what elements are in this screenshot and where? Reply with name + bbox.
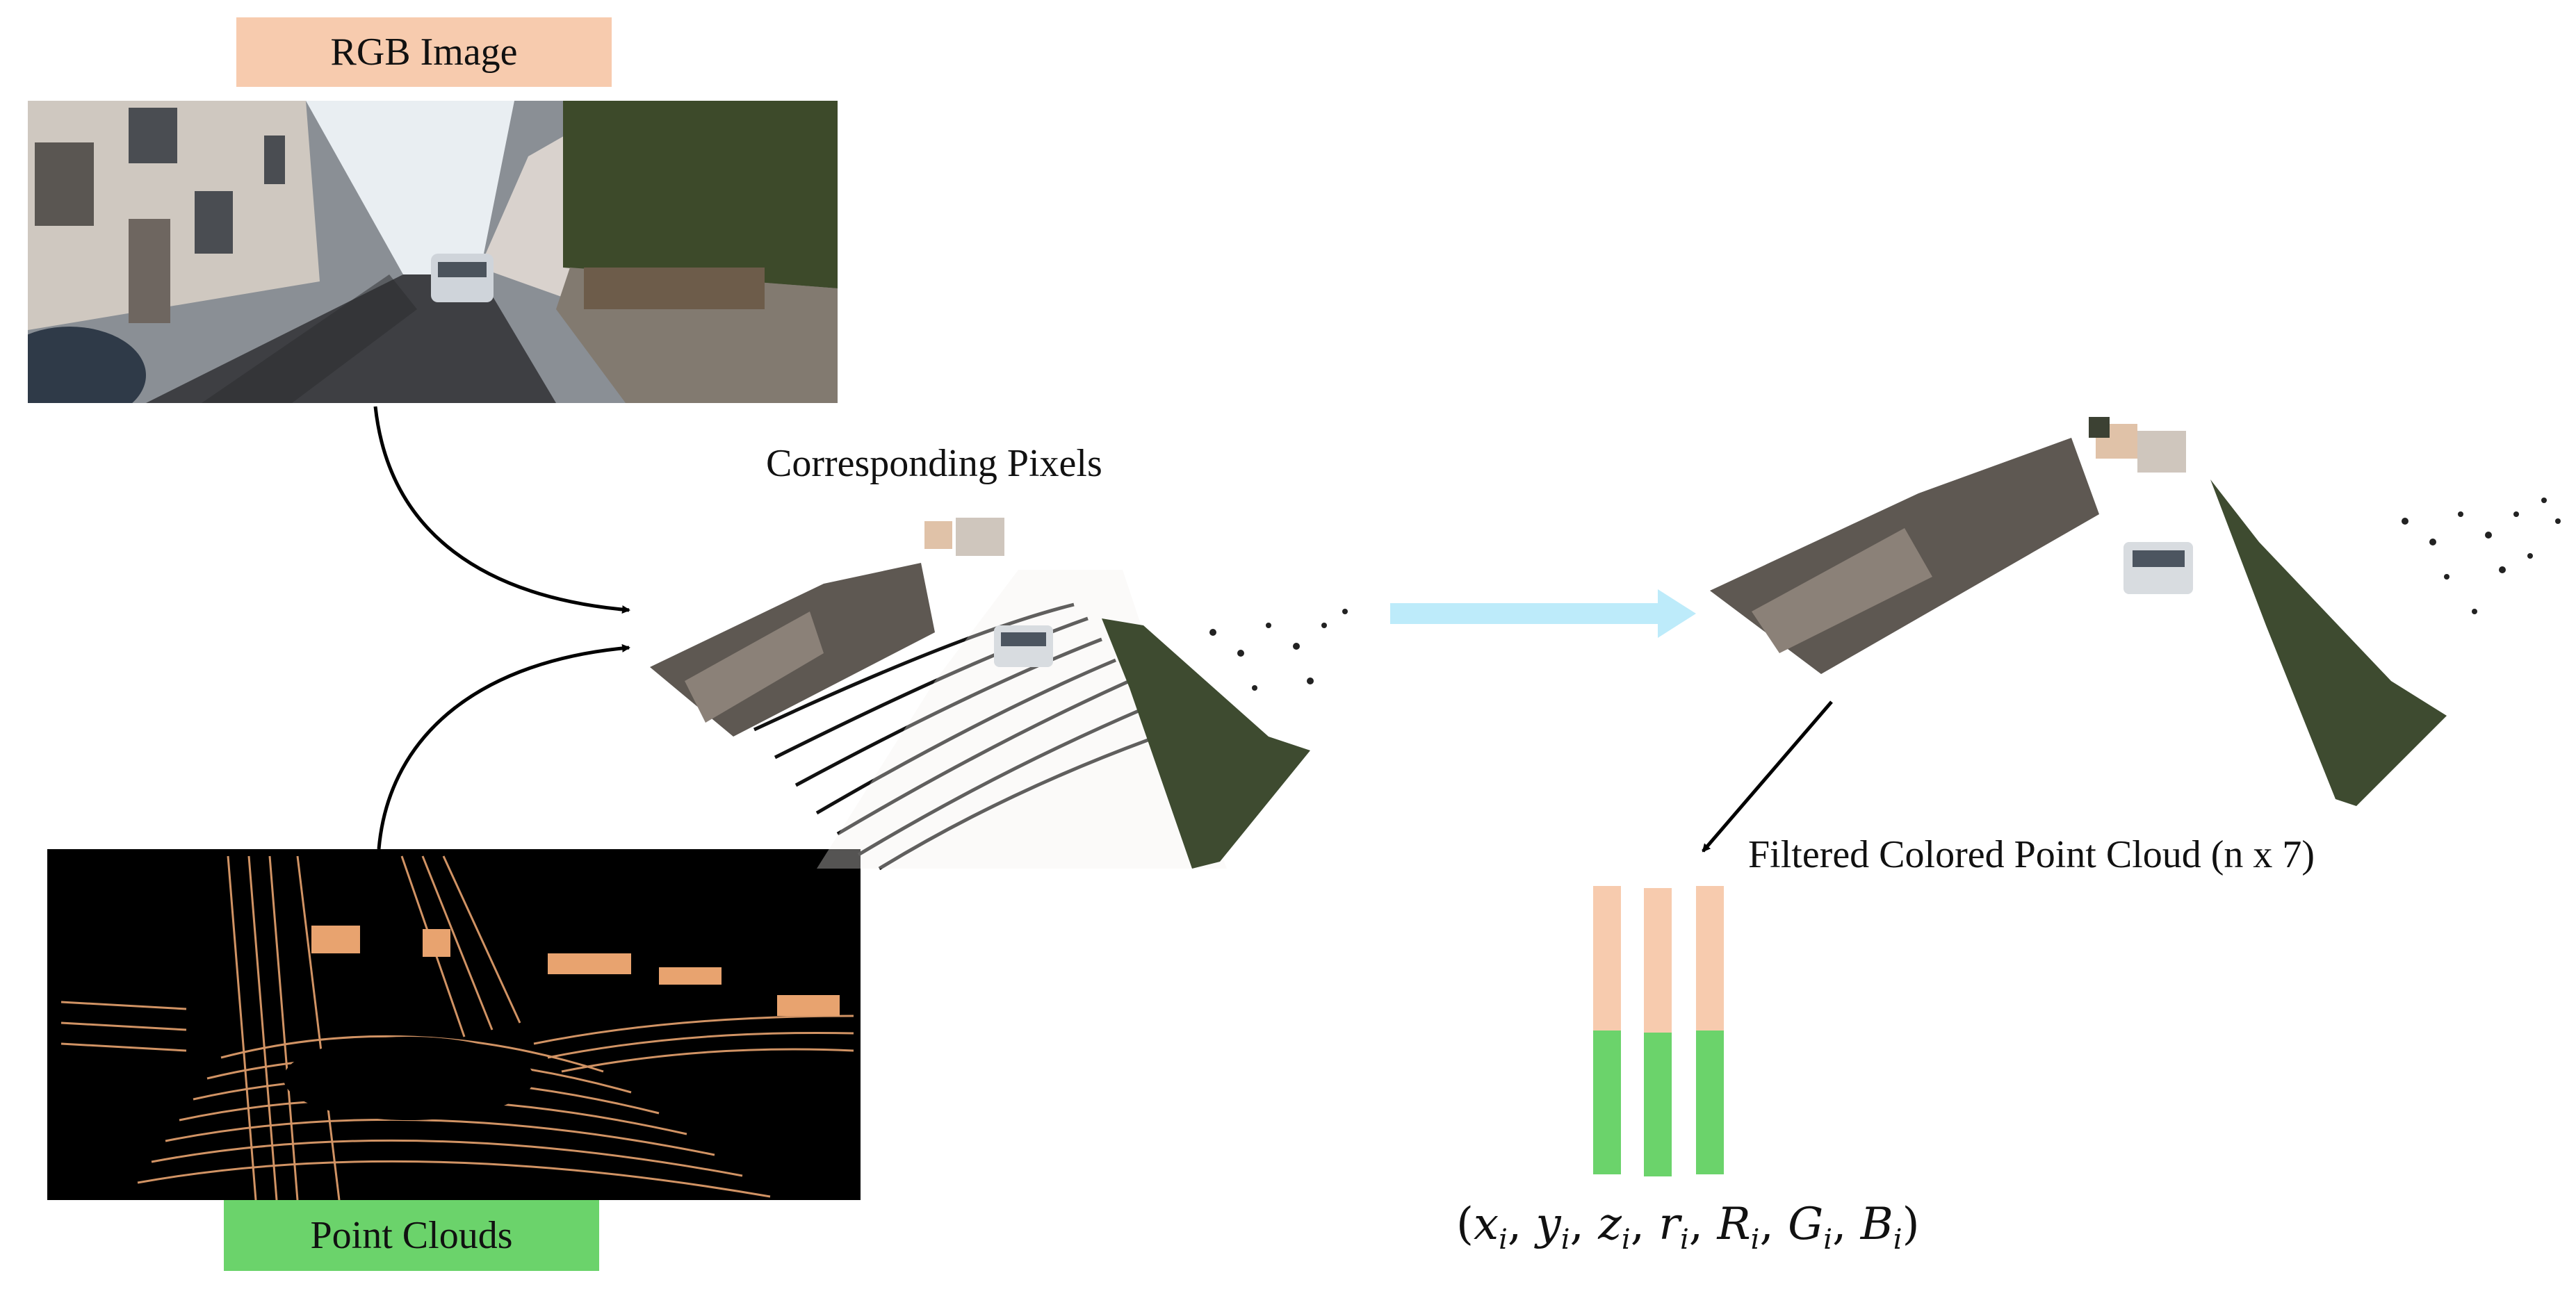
feature-bar-2-bottom bbox=[1644, 1033, 1672, 1176]
corresponding-pixels-label: Corresponding Pixels bbox=[766, 442, 1102, 485]
feature-bar-1-top bbox=[1593, 886, 1621, 1031]
filtered-point-cloud bbox=[1710, 417, 2561, 806]
formula-term-z: z bbox=[1598, 1199, 1622, 1250]
formula-term-R: R bbox=[1717, 1199, 1751, 1250]
feature-bar-2 bbox=[1644, 888, 1672, 1176]
colored-point-cloud bbox=[650, 518, 1348, 871]
formula-term-B: B bbox=[1860, 1199, 1893, 1250]
feature-bar-3-bottom bbox=[1696, 1031, 1724, 1174]
point-clouds-label-text: Point Clouds bbox=[310, 1214, 513, 1257]
transform-arrow bbox=[1390, 589, 1696, 638]
rgb-image-label-text: RGB Image bbox=[330, 31, 518, 74]
feature-bar-1 bbox=[1593, 886, 1621, 1174]
rgb-image-label: RGB Image bbox=[236, 17, 612, 87]
formula-term-x: x bbox=[1473, 1199, 1499, 1250]
feature-bar-3-top bbox=[1696, 886, 1724, 1031]
point-clouds-label: Point Clouds bbox=[224, 1200, 599, 1271]
formula-close: ) bbox=[1902, 1199, 1920, 1250]
rgb-to-pixels-arrow bbox=[373, 406, 630, 614]
cloud-to-pixels-arrow bbox=[377, 643, 630, 850]
filter-to-bars-arrow bbox=[1702, 700, 1833, 853]
feature-bar-3 bbox=[1696, 886, 1724, 1174]
feature-bar-2-top bbox=[1644, 888, 1672, 1033]
formula-term-y: y bbox=[1535, 1199, 1561, 1250]
formula-term-G: G bbox=[1788, 1199, 1824, 1250]
feature-formula: (xi, yi, zi, ri, Ri, Gi, Bi) bbox=[1456, 1199, 1920, 1256]
rgb-street-image bbox=[28, 101, 838, 403]
filtered-cloud-label: Filtered Colored Point Cloud (n x 7) bbox=[1748, 833, 2315, 876]
formula-term-r: r bbox=[1658, 1199, 1680, 1250]
formula-open: ( bbox=[1456, 1199, 1474, 1250]
point-cloud-image bbox=[47, 849, 861, 1200]
feature-bar-1-bottom bbox=[1593, 1031, 1621, 1174]
